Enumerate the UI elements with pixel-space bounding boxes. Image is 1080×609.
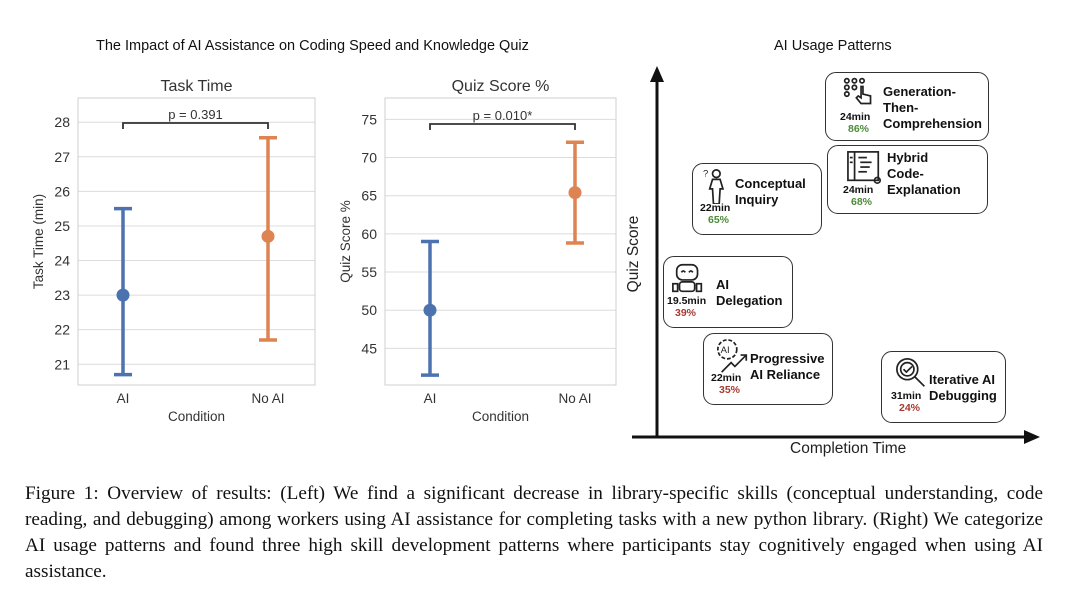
pattern-time: 24min [840,111,871,123]
pattern-time: 31min [891,390,922,402]
y-tick-label: 50 [361,302,377,318]
pattern-name-line: Delegation [716,293,783,308]
chart-title: Quiz Score % [452,78,550,95]
usage-axes [632,66,1040,444]
ai-gear-trend-icon: AI [716,339,748,373]
p-value-label: p = 0.391 [168,107,223,122]
y-tick-label: 27 [54,149,70,165]
pattern-name-line: Hybrid [887,150,929,165]
pattern-name-line: Explanation [887,182,961,197]
x-axis-label: Condition [168,409,225,424]
robot-icon [672,263,703,293]
x-tick-label: AI [117,391,130,406]
chart-1 [384,97,617,386]
pattern-score: 86% [848,123,870,135]
diagram-x-label: Completion Time [790,440,907,457]
y-tick-label: 26 [54,183,70,199]
significance-bracket [122,122,269,129]
pattern-score: 65% [708,214,730,226]
x-tick-label: No AI [251,391,284,406]
magnifier-check-icon [896,357,925,387]
y-tick-label: 65 [361,188,377,204]
chart-0 [77,97,316,386]
y-axis-arrow [650,66,664,82]
pattern-name-line: Iterative AI [929,372,995,387]
y-tick-label: 55 [361,264,377,280]
thinking-person-icon: ? [703,169,725,204]
y-tick-label: 24 [54,253,70,269]
pattern-name-line: Generation- [883,84,956,99]
y-tick-label: 70 [361,150,377,166]
pattern-name-line: AI Reliance [750,367,821,382]
mean-point [261,229,275,243]
pattern-name-line: Comprehension [883,116,982,131]
pattern-name: Generation-Then-Comprehension [883,84,982,132]
y-tick-label: 25 [54,218,70,234]
pattern-name-line: Inquiry [735,192,779,207]
y-tick-label: 60 [361,226,377,242]
code-document-icon [847,151,882,185]
plot-frame [384,97,617,386]
y-tick-label: 75 [361,111,377,127]
mean-point [116,288,130,302]
y-tick-label: 23 [54,287,70,303]
pattern-name-line: Then- [883,100,919,115]
right-figure-title: AI Usage Patterns [774,38,892,54]
y-axis-label: Task Time (min) [31,194,46,289]
y-tick-label: 28 [54,114,70,130]
y-axis-label: Quiz Score % [338,200,353,283]
pattern-time: 22min [700,202,731,214]
y-tick-label: 45 [361,340,377,356]
pattern-time: 19.5min [667,295,707,307]
x-tick-label: No AI [558,391,591,406]
y-tick-label: 22 [54,322,70,338]
x-tick-label: AI [424,391,437,406]
pattern-name-line: Debugging [929,388,997,403]
x-axis-arrow [1024,430,1040,444]
pattern-name-line: AI [716,277,729,292]
mean-point [423,303,437,317]
pattern-score: 35% [719,384,741,396]
svg-text:AI: AI [721,345,730,356]
pattern-score: 39% [675,307,697,319]
p-value-label: p = 0.010* [473,108,533,123]
pattern-score: 68% [851,196,873,208]
x-axis-label: Condition [472,409,529,424]
mean-point [568,186,582,200]
chart-title: Task Time [160,78,232,95]
diagram-y-label: Quiz Score [625,215,642,293]
plot-frame [77,97,316,386]
pattern-score: 24% [899,402,921,414]
svg-text:?: ? [703,169,708,180]
left-figure-title: The Impact of AI Assistance on Coding Sp… [96,38,529,54]
y-tick-label: 21 [54,356,70,372]
pattern-name-line: Conceptual [735,176,806,191]
hand-pointer-icon [843,77,872,105]
pattern-time: 24min [843,184,874,196]
pattern-name-line: Code- [887,166,924,181]
significance-bracket [429,123,576,130]
figure-caption: Figure 1: Overview of results: (Left) We… [25,483,1043,582]
pattern-time: 22min [711,372,742,384]
pattern-name-line: Progressive [750,351,825,366]
